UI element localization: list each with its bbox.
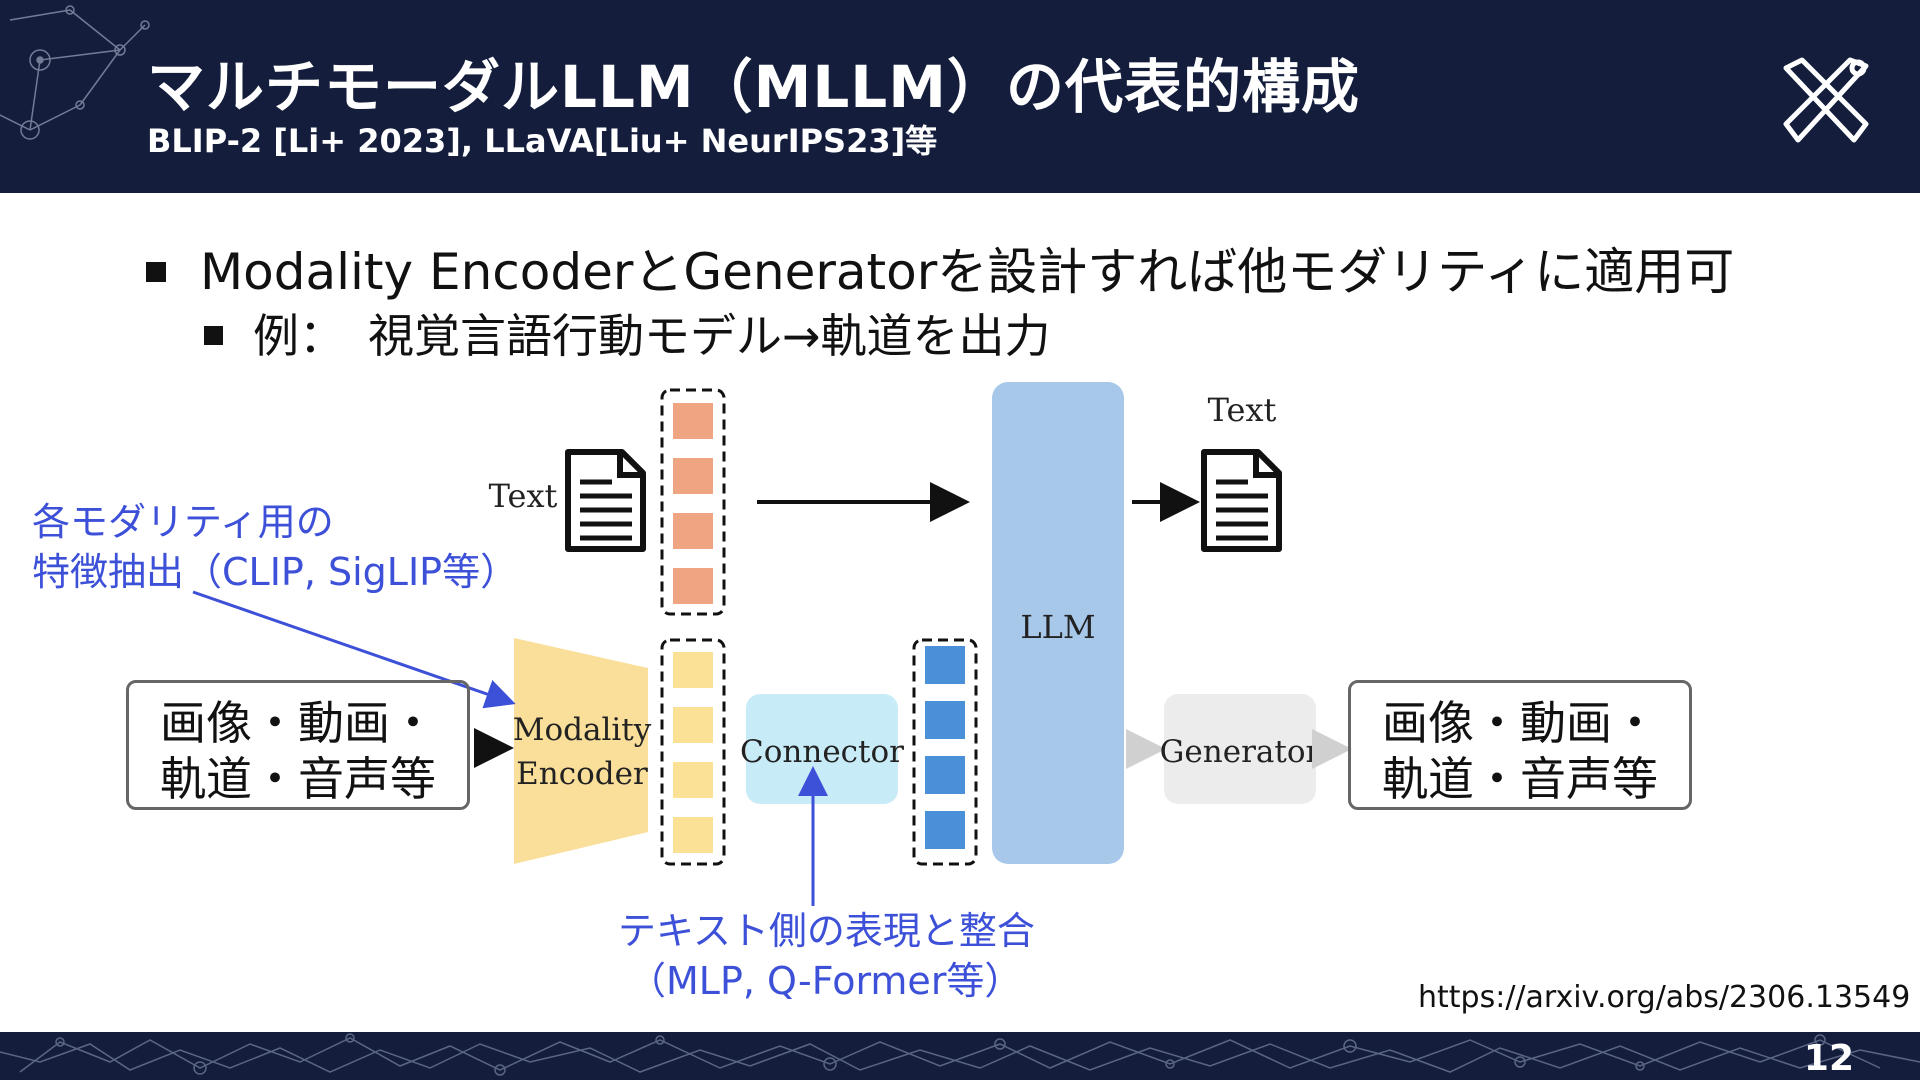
document-icon: [1201, 449, 1282, 552]
connector-label: Connector: [740, 734, 904, 770]
text-output-label: Text: [1208, 391, 1277, 429]
modality-token: [673, 707, 713, 743]
connector-block: [746, 694, 898, 804]
annotation-connector: テキスト側の表現と整合 （MLP, Q-Former等）: [618, 906, 1035, 1006]
document-icon: [565, 449, 646, 552]
bullet-text: 例： 視覚言語行動モデル→軌道を出力: [253, 309, 1051, 363]
input-box-line2: 軌道・音声等: [160, 752, 436, 806]
encoder-label-line1: Modality: [513, 712, 652, 748]
slide-title: マルチモーダルLLM（MLLM）の代表的構成: [147, 53, 1360, 121]
modality-token: [673, 762, 713, 798]
projected-token: [925, 646, 965, 684]
bullet-square-icon: [204, 326, 223, 345]
output-box-line2: 軌道・音声等: [1382, 752, 1658, 806]
network-decoration: [0, 5, 150, 140]
text-token: [673, 513, 713, 549]
mllm-architecture-diagram: Text LLM Text Modality Encoder Connector…: [192, 382, 1352, 906]
slide-header: マルチモーダルLLM（MLLM）の代表的構成 BLIP-2 [Li+ 2023]…: [0, 0, 1920, 193]
text-token: [673, 458, 713, 494]
encoder-label-line2: Encoder: [516, 756, 648, 792]
text-token-column: [660, 388, 726, 616]
annotation-connector-line1: テキスト側の表現と整合: [618, 909, 1035, 953]
annotation-encoder-line2: 特徴抽出（CLIP, SigLIP等）: [32, 550, 519, 594]
source-url: https://arxiv.org/abs/2306.13549: [1418, 980, 1911, 1015]
annotation-encoder: 各モダリティ用の 特徴抽出（CLIP, SigLIP等）: [32, 497, 518, 597]
bullet-example: 例： 視覚言語行動モデル→軌道を出力: [204, 300, 1051, 366]
slide-footer: 12: [0, 1032, 1920, 1080]
input-modality-box: 画像・動画・ 軌道・音声等: [126, 680, 470, 810]
projected-token: [925, 756, 965, 794]
text-token: [673, 568, 713, 604]
input-box-line1: 画像・動画・: [160, 696, 436, 750]
bullet-text: Modality EncoderとGeneratorを設計すれば他モダリティに適…: [200, 243, 1735, 301]
llm-label: LLM: [1020, 608, 1095, 646]
generator-block: [1164, 694, 1316, 804]
crossed-tools-icon: [1783, 57, 1869, 143]
bullet-square-icon: [146, 261, 166, 282]
modality-encoder-block: [514, 638, 648, 864]
modality-token: [673, 652, 713, 688]
llm-block: [992, 382, 1124, 864]
annotation-encoder-line1: 各モダリティ用の: [32, 500, 334, 544]
projected-token-column: [912, 638, 978, 866]
projected-token: [925, 811, 965, 849]
generator-label: Generator: [1160, 734, 1321, 770]
page-number: 12: [1803, 1038, 1854, 1079]
modality-token-column: [660, 638, 726, 866]
output-box-line1: 画像・動画・: [1382, 696, 1658, 750]
network-decoration: [0, 1033, 1920, 1076]
annotation-arrow-encoder: [192, 590, 516, 709]
annotation-connector-line2: （MLP, Q-Former等）: [628, 959, 1023, 1003]
projected-token: [925, 701, 965, 739]
output-modality-box: 画像・動画・ 軌道・音声等: [1348, 680, 1692, 810]
slide-subtitle: BLIP-2 [Li+ 2023], LLaVA[Liu+ NeurIPS23]…: [147, 122, 938, 160]
bullet-modality: Modality EncoderとGeneratorを設計すれば他モダリティに適…: [146, 232, 1734, 304]
text-token: [673, 403, 713, 439]
modality-token: [673, 817, 713, 853]
text-input-label: Text: [489, 477, 558, 515]
